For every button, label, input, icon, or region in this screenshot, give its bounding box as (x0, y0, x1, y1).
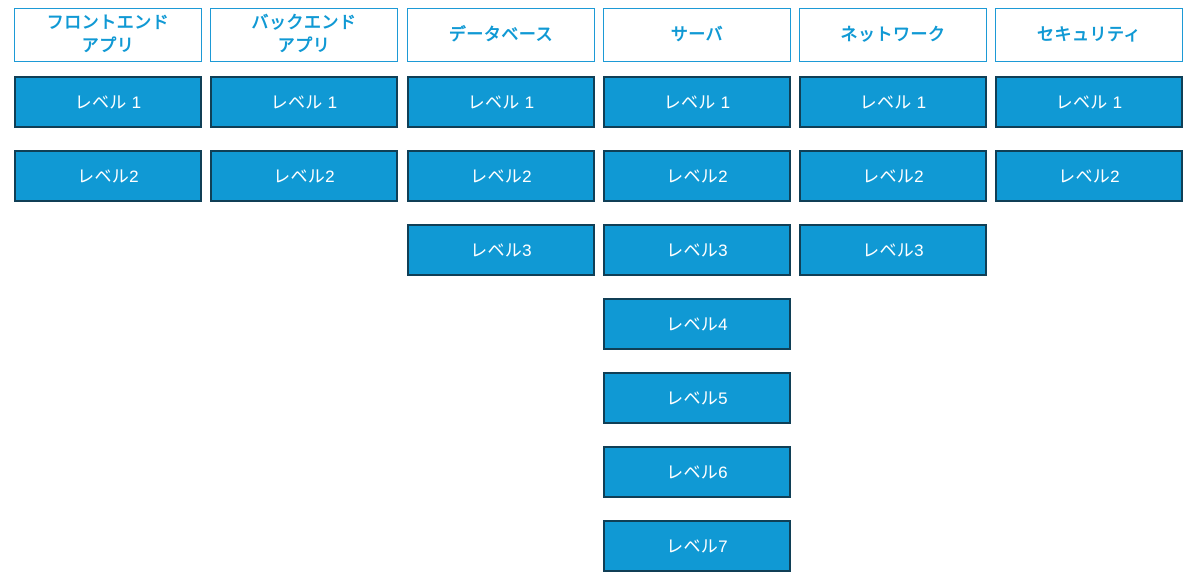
level-box-security-2[interactable]: レベル2 (995, 150, 1183, 202)
level-box-frontend-app-2[interactable]: レベル2 (14, 150, 202, 202)
level-box-label: レベル2 (1058, 166, 1120, 186)
level-box-server-1[interactable]: レベル 1 (603, 76, 791, 128)
level-box-label: レベル2 (862, 166, 924, 186)
level-box-server-2[interactable]: レベル2 (603, 150, 791, 202)
level-box-label: レベル6 (666, 462, 728, 482)
column-header-network[interactable]: ネットワーク (799, 8, 987, 62)
level-box-label: レベル4 (666, 314, 728, 334)
level-box-label: レベル5 (666, 388, 728, 408)
column-network: ネットワークレベル 1 レベル2 レベル3 (799, 0, 987, 582)
column-header-label: サーバ (670, 24, 724, 44)
level-box-network-1[interactable]: レベル 1 (799, 76, 987, 128)
column-backend-app: バックエンド アプリレベル 1 レベル2 (210, 0, 398, 582)
level-box-network-2[interactable]: レベル2 (799, 150, 987, 202)
column-security: セキュリティレベル 1 レベル2 (995, 0, 1183, 582)
level-box-label: レベル 1 (1055, 92, 1123, 112)
column-database: データベースレベル 1 レベル2 レベル3 (407, 0, 595, 582)
level-box-label: レベル 1 (74, 92, 142, 112)
column-header-label: データベース (448, 24, 554, 44)
level-box-label: レベル 1 (270, 92, 338, 112)
level-box-label: レベル3 (666, 240, 728, 260)
level-box-security-1[interactable]: レベル 1 (995, 76, 1183, 128)
column-header-label: フロントエンド アプリ (46, 13, 170, 55)
column-header-security[interactable]: セキュリティ (995, 8, 1183, 62)
level-box-backend-app-1[interactable]: レベル 1 (210, 76, 398, 128)
level-box-label: レベル3 (862, 240, 924, 260)
column-header-label: バックエンド アプリ (251, 13, 357, 55)
column-header-label: セキュリティ (1037, 24, 1141, 44)
level-box-server-5[interactable]: レベル5 (603, 372, 791, 424)
level-box-backend-app-2[interactable]: レベル2 (210, 150, 398, 202)
column-server: サーバレベル 1 レベル2 レベル3 レベル4 レベル5 レベル6 レベル7 (603, 0, 791, 582)
level-box-database-2[interactable]: レベル2 (407, 150, 595, 202)
level-box-label: レベル7 (666, 536, 728, 556)
column-header-database[interactable]: データベース (407, 8, 595, 62)
level-box-label: レベル3 (470, 240, 532, 260)
level-box-network-3[interactable]: レベル3 (799, 224, 987, 276)
level-box-database-1[interactable]: レベル 1 (407, 76, 595, 128)
level-box-server-3[interactable]: レベル3 (603, 224, 791, 276)
column-header-backend-app[interactable]: バックエンド アプリ (210, 8, 398, 62)
level-box-label: レベル2 (77, 166, 139, 186)
level-box-frontend-app-1[interactable]: レベル 1 (14, 76, 202, 128)
level-box-label: レベル 1 (467, 92, 535, 112)
column-header-label: ネットワーク (840, 24, 946, 44)
level-box-database-3[interactable]: レベル3 (407, 224, 595, 276)
level-box-server-4[interactable]: レベル4 (603, 298, 791, 350)
column-header-frontend-app[interactable]: フロントエンド アプリ (14, 8, 202, 62)
level-box-label: レベル2 (273, 166, 335, 186)
level-box-server-7[interactable]: レベル7 (603, 520, 791, 572)
level-box-label: レベル 1 (859, 92, 927, 112)
column-header-server[interactable]: サーバ (603, 8, 791, 62)
level-box-label: レベル2 (470, 166, 532, 186)
level-box-server-6[interactable]: レベル6 (603, 446, 791, 498)
level-box-label: レベル2 (666, 166, 728, 186)
column-frontend-app: フロントエンド アプリレベル 1 レベル2 (14, 0, 202, 582)
level-box-label: レベル 1 (663, 92, 731, 112)
